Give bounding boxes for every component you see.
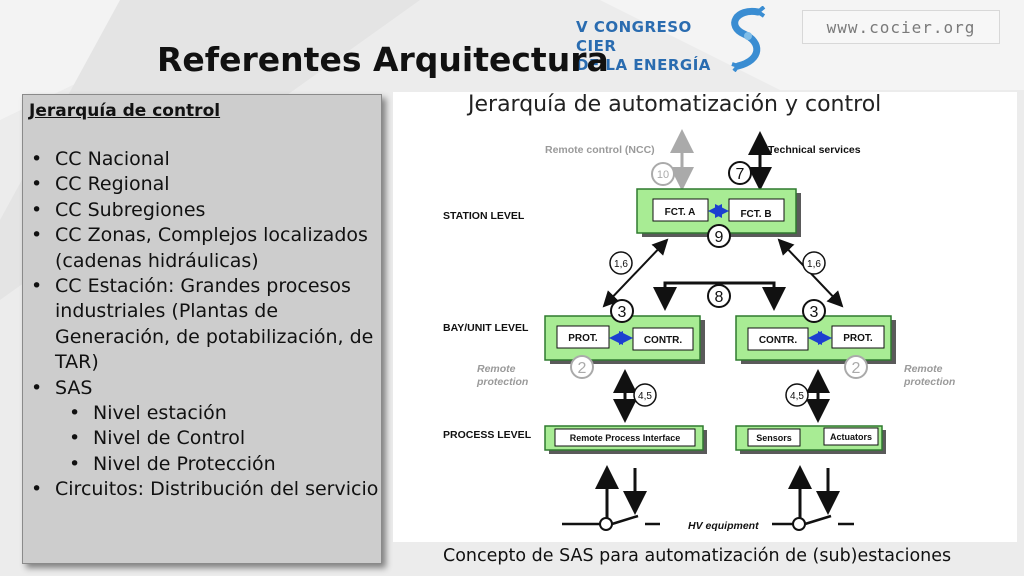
contr-right-label: CONTR. bbox=[759, 335, 798, 346]
fct-a-label: FCT. A bbox=[665, 207, 696, 218]
diagram-title: Jerarquía de automatización y control bbox=[468, 92, 882, 117]
list-subitem: Nivel estación bbox=[23, 401, 379, 427]
circle-number-45-left bbox=[633, 383, 657, 407]
control-hierarchy-panel: Jerarquía de control CC Nacional CC Regi… bbox=[22, 94, 382, 564]
sensors-box bbox=[747, 428, 801, 447]
circle-label-3-right: 3 bbox=[810, 304, 819, 321]
hv-equipment-label: HV equipment bbox=[688, 520, 759, 532]
circle-number-8 bbox=[707, 284, 731, 308]
circle-label-2-left: 2 bbox=[578, 360, 587, 377]
sensors-label: Sensors bbox=[756, 433, 792, 443]
circle-label-7: 7 bbox=[736, 166, 745, 183]
actuators-box bbox=[823, 427, 879, 446]
actuators-label: Actuators bbox=[830, 432, 872, 442]
prot-left-label: PROT. bbox=[568, 333, 598, 344]
congress-logo-text: V CONGRESO CIER DE LA ENERGÍA bbox=[576, 18, 726, 75]
rpi-box bbox=[554, 428, 696, 447]
circle-number-16-right bbox=[802, 251, 826, 275]
list-item: CC Nacional bbox=[23, 147, 379, 173]
remote-control-label: Remote control (NCC) bbox=[545, 144, 655, 156]
contr-left-box bbox=[632, 327, 694, 351]
list-item: CC Zonas, Complejos localizados (cadenas… bbox=[23, 223, 379, 274]
contr-left-label: CONTR. bbox=[644, 335, 683, 346]
diagram-panel bbox=[393, 92, 1017, 542]
bay-level-label: BAY/UNIT LEVEL bbox=[443, 322, 529, 334]
hierarchy-list: CC Nacional CC Regional CC Subregiones C… bbox=[23, 147, 379, 503]
website-url[interactable]: www.cocier.org bbox=[802, 10, 1000, 44]
circle-number-10 bbox=[651, 162, 675, 186]
circle-number-3-left bbox=[610, 299, 634, 323]
list-item: SAS bbox=[23, 376, 379, 402]
circle-label-3-left: 3 bbox=[618, 304, 627, 321]
circle-label-8: 8 bbox=[715, 289, 724, 306]
fct-b-box bbox=[728, 198, 785, 222]
diagram-caption: Concepto de SAS para automatización de (… bbox=[443, 546, 952, 566]
circle-number-3-right bbox=[802, 299, 826, 323]
list-subitem: Nivel de Control bbox=[23, 426, 379, 452]
list-item: CC Subregiones bbox=[23, 198, 379, 224]
page-title: Referentes Arquitectura bbox=[157, 40, 609, 79]
circle-number-2-right bbox=[844, 355, 868, 379]
prot-right-box bbox=[831, 325, 885, 349]
congress-logo-icon bbox=[731, 6, 766, 72]
circle-number-45-right bbox=[785, 383, 809, 407]
circle-label-16-left: 1,6 bbox=[614, 259, 628, 270]
station-to-bay-left-arrow bbox=[602, 238, 669, 308]
logo-line-1: V CONGRESO CIER bbox=[576, 18, 692, 55]
station-level-label: STATION LEVEL bbox=[443, 210, 525, 222]
rpi-label: Remote Process Interface bbox=[570, 433, 681, 443]
circle-number-7 bbox=[728, 161, 752, 185]
list-item: CC Estación: Grandes procesos industrial… bbox=[23, 274, 379, 376]
technical-services-label: Technical services bbox=[768, 144, 861, 156]
list-subitem: Nivel de Protección bbox=[23, 452, 379, 478]
process-level-label: PROCESS LEVEL bbox=[443, 429, 532, 441]
circle-label-16-right: 1,6 bbox=[807, 259, 821, 270]
list-item: Circuitos: Distribución del servicio bbox=[23, 477, 379, 503]
logo-line-2: DE LA ENERGÍA bbox=[576, 56, 711, 74]
circle-label-10: 10 bbox=[657, 169, 669, 181]
circle-label-9: 9 bbox=[715, 229, 724, 246]
circle-label-45-left: 4,5 bbox=[638, 391, 652, 402]
circle-label-45-right: 4,5 bbox=[790, 391, 804, 402]
prot-right-label: PROT. bbox=[843, 333, 873, 344]
circle-number-16-left bbox=[609, 251, 633, 275]
circle-number-2-left bbox=[570, 355, 594, 379]
circle-label-2-right: 2 bbox=[852, 360, 861, 377]
fct-b-label: FCT. B bbox=[740, 209, 771, 220]
list-item: CC Regional bbox=[23, 172, 379, 198]
bay-to-bay-link bbox=[653, 281, 786, 311]
hv-busbar bbox=[562, 514, 854, 531]
circle-number-9 bbox=[707, 224, 731, 248]
panel-heading: Jerarquía de control bbox=[29, 101, 221, 121]
